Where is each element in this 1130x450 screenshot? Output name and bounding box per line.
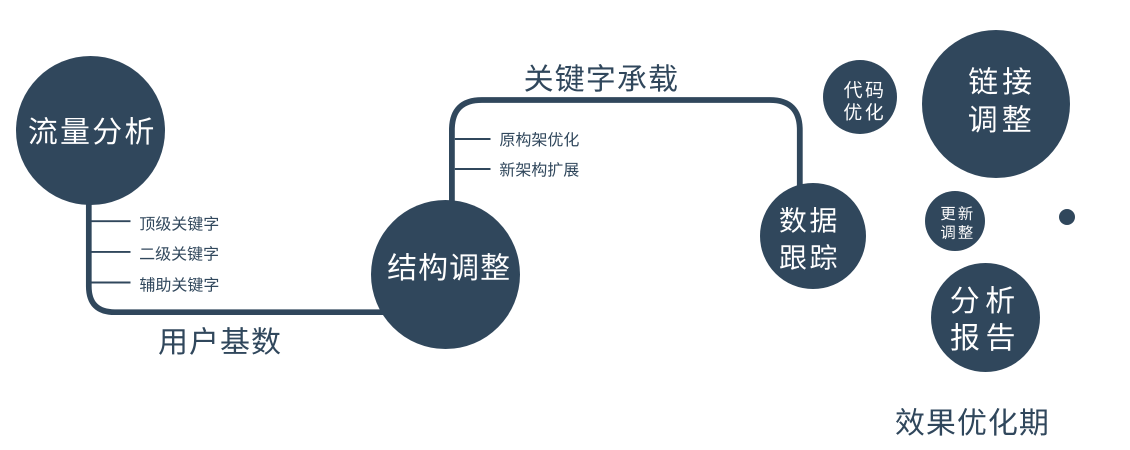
label-structure-adjustment: 结构调整 [387, 252, 510, 282]
glyph-art [896, 408, 1047, 437]
label-link-adjustment-1: 链接 [968, 66, 1032, 96]
label-data-tracking-1: 数据 [779, 206, 837, 234]
glyph-art [140, 276, 219, 292]
label-traffic-analysis: 流量分析 [28, 116, 154, 146]
glyph-art [951, 322, 1014, 351]
stage-label-effect-optimization: 效果优化期 [895, 407, 1048, 437]
glyph-art [780, 244, 837, 271]
branch-ticks-middle [454, 138, 491, 170]
node-data-tracking [760, 183, 866, 289]
glyph-art [969, 105, 1031, 133]
branch-ticks-left [91, 220, 131, 284]
glyph-art [780, 206, 837, 233]
edge-label-keyword-bearing: 关键字承载 [524, 63, 678, 93]
glyph-art [499, 161, 579, 177]
branch-label-left-0: 顶级关键字 [139, 215, 219, 232]
label-analysis-report-2: 报告 [950, 322, 1015, 352]
connector-user-base-line [85, 132, 446, 316]
glyph-art [940, 225, 973, 240]
glyph-art [387, 252, 509, 281]
node-analysis-report [930, 262, 1040, 372]
branch-label-mid-0: 原构架优化 [499, 131, 580, 148]
label-link-adjustment-2: 调整 [968, 104, 1032, 134]
glyph-art [499, 131, 579, 147]
glyph-art [140, 246, 218, 262]
label-code-optimization-1: 代码 [843, 80, 884, 99]
glyph-art [843, 80, 883, 98]
glyph-art [940, 206, 973, 221]
glyph-art [843, 103, 883, 121]
node-milestone-dot [1058, 208, 1075, 225]
label-analysis-report-1: 分析 [950, 285, 1015, 315]
node-update-adjustment [925, 190, 985, 251]
node-link-adjustment [922, 30, 1070, 178]
label-data-tracking-2: 跟踪 [779, 243, 838, 271]
glyph-art [29, 116, 154, 145]
connector-keyword-bearing-line [449, 97, 803, 272]
edge-label-user-base: 用户基数 [158, 326, 281, 356]
label-update-adjustment-1: 更新 [940, 205, 974, 221]
glyph-art [951, 286, 1014, 314]
glyph-art [525, 63, 677, 92]
branch-label-mid-1: 新架构扩展 [499, 161, 580, 178]
branch-label-left-2: 辅助关键字 [139, 276, 219, 293]
glyph-art [969, 67, 1032, 96]
label-update-adjustment-2: 调整 [940, 224, 974, 240]
label-code-optimization-2: 优化 [843, 102, 884, 122]
glyph-art [158, 326, 280, 355]
glyph-art [140, 215, 219, 231]
branch-label-left-1: 二级关键字 [139, 245, 219, 262]
